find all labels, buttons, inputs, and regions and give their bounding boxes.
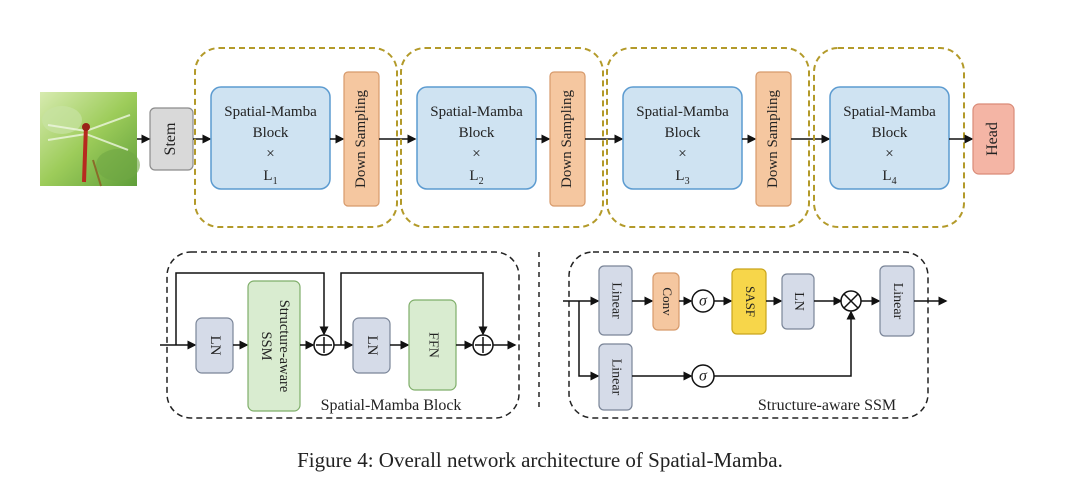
stage-1-block-line1: Spatial-Mamba bbox=[224, 104, 317, 120]
gate-to-multiply bbox=[714, 310, 856, 377]
stage-2-repeat: L2 bbox=[469, 168, 483, 187]
add-node-2-plus bbox=[475, 337, 491, 353]
stage-3-times: × bbox=[678, 146, 686, 162]
stage-3-block-line2: Block bbox=[665, 125, 701, 141]
stage-3-repeat: L3 bbox=[675, 168, 689, 187]
stage-3-block bbox=[622, 86, 743, 190]
add-node-1-plus bbox=[316, 337, 332, 353]
conv-label: Conv bbox=[660, 287, 675, 316]
figure-caption: Figure 4: Overall network architecture o… bbox=[297, 448, 783, 472]
ssm-ln-label: LN bbox=[791, 292, 806, 311]
input-image bbox=[40, 92, 140, 187]
ssm-label: Structure-awareSSM bbox=[258, 300, 292, 393]
sasf-label: SASF bbox=[743, 286, 758, 317]
head-label: Head bbox=[984, 122, 1001, 156]
ffn-label: FFN bbox=[425, 332, 440, 358]
downsampling-3-label: Down Sampling bbox=[765, 90, 781, 188]
linear-out-label: Linear bbox=[890, 283, 905, 320]
downsampling-2-label: Down Sampling bbox=[559, 90, 575, 188]
residual-2 bbox=[340, 272, 488, 345]
stage-2-block-line2: Block bbox=[459, 125, 495, 141]
stage-4-times: × bbox=[885, 146, 893, 162]
structure-aware-ssm-title: Structure-aware SSM bbox=[758, 397, 896, 414]
stage-1-repeat: L1 bbox=[263, 168, 277, 187]
linear-bottom-box bbox=[598, 343, 633, 411]
stage-1-block-line2: Block bbox=[253, 125, 289, 141]
spatial-mamba-block-group bbox=[166, 251, 520, 419]
stage-4-block-line1: Spatial-Mamba bbox=[843, 104, 936, 120]
stem-label: Stem bbox=[162, 122, 179, 155]
ssm-box bbox=[247, 280, 301, 412]
linear-top-label: Linear bbox=[608, 282, 623, 319]
stage-2-times: × bbox=[472, 146, 480, 162]
stage-1-block bbox=[210, 86, 331, 190]
sigma-node-2-label: σ bbox=[699, 368, 708, 385]
residual-1 bbox=[175, 272, 329, 345]
head-box bbox=[972, 103, 1015, 175]
linear-bottom-label: Linear bbox=[608, 359, 623, 396]
structure-aware-ssm-group bbox=[568, 251, 929, 419]
stage-4-repeat: L4 bbox=[882, 168, 896, 187]
ln1-label: LN bbox=[207, 336, 223, 356]
spatial-mamba-block-title: Spatial-Mamba Block bbox=[321, 397, 462, 414]
stage-4-block-line2: Block bbox=[872, 125, 908, 141]
multiply-node-x bbox=[843, 293, 859, 309]
architecture-diagram: Stem Spatial-Mamba Block × L1 Down Sampl… bbox=[40, 47, 1015, 419]
downsampling-1-label: Down Sampling bbox=[353, 90, 369, 188]
stage-4-block bbox=[829, 86, 950, 190]
stage-1-times: × bbox=[266, 146, 274, 162]
ln2-label: LN bbox=[364, 336, 380, 356]
stage-4-group bbox=[813, 47, 965, 228]
sigma-node-1-label: σ bbox=[699, 293, 708, 310]
branch-to-linear-bottom bbox=[578, 301, 600, 381]
stage-2-block bbox=[416, 86, 537, 190]
stage-2-block-line1: Spatial-Mamba bbox=[430, 104, 523, 120]
stage-3-block-line1: Spatial-Mamba bbox=[636, 104, 729, 120]
